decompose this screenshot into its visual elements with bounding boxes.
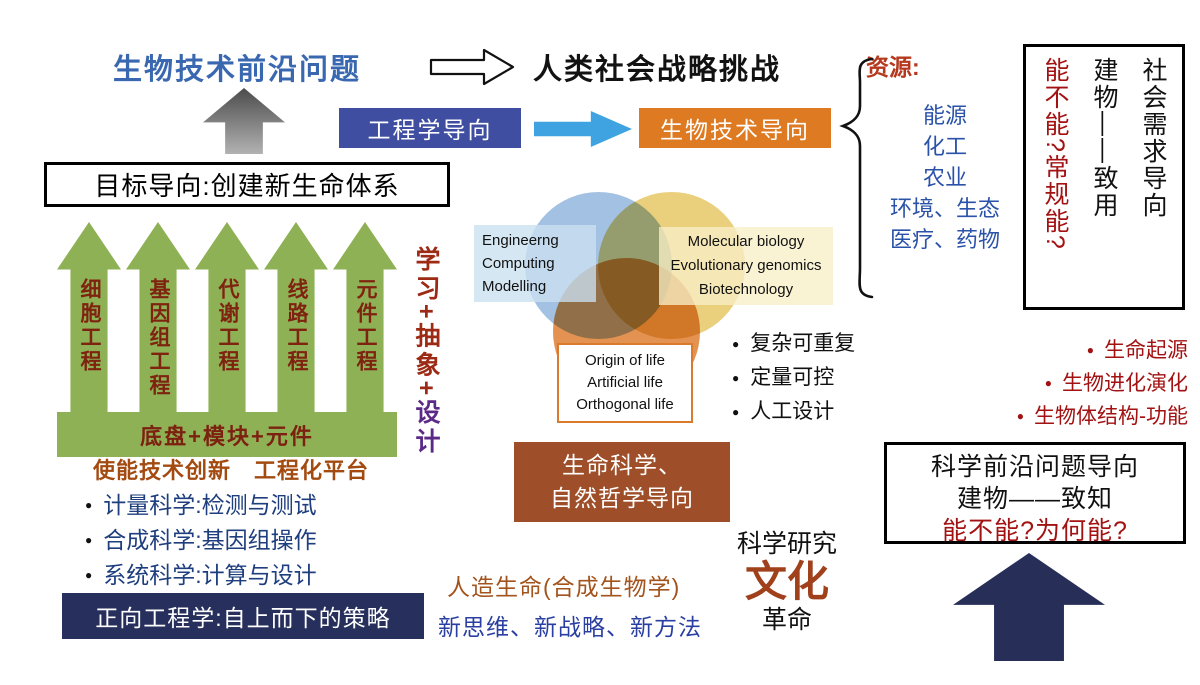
enabling-item: ● 系统科学:计算与设计 — [85, 558, 317, 593]
pillar-label: 细胞工程 — [78, 278, 101, 374]
venn-label-line: Origin of life — [584, 352, 666, 369]
enabling-item-label: 系统科学:计算与设计 — [103, 562, 317, 588]
pillar-arrow: 代谢工程 — [195, 222, 259, 412]
bullet-icon: ● — [1016, 409, 1024, 423]
bullet-icon: ● — [732, 405, 740, 419]
resource-item: 能源 — [922, 103, 967, 128]
new-thinking-note: 新思维、新战略、新方法 — [438, 614, 702, 640]
origin-item: ● 生物进化演化 — [930, 367, 1188, 400]
origins-list: ● 生命起源 ● 生物进化演化 ● 生物体结构-功能 — [930, 334, 1188, 433]
origin-label: 生命起源 — [1104, 339, 1188, 362]
resources-list: 能源 化工 农业 环境、生态 医疗、药物 — [870, 100, 1020, 255]
enabling-item-label: 合成科学:基因组操作 — [103, 527, 317, 553]
learning-vertical-label: 学习+抽象+设计 — [408, 246, 444, 457]
pillar-arrow: 线路工程 — [264, 222, 328, 412]
origin-label: 生物进化演化 — [1062, 372, 1188, 395]
engineering-orientation-box: 工程学导向 — [339, 108, 521, 148]
venn-label-life: Origin of life Artificial life Orthogona… — [557, 343, 693, 423]
culture-line1: 科学研究 — [736, 530, 837, 558]
origin-item: ● 生命起源 — [930, 334, 1188, 367]
resources-label: 资源: — [866, 54, 920, 80]
enabling-item: ● 合成科学:基因组操作 — [85, 523, 317, 558]
bullet-icon: ● — [85, 568, 93, 582]
life-science-line: 自然哲学导向 — [550, 485, 694, 511]
culture-revolution-label: 科学研究 文化 革命 — [703, 529, 871, 635]
synthetic-life-note: 人造生命(合成生物学) — [447, 574, 681, 600]
forward-engineering-box: 正向工程学:自上而下的策略 — [62, 593, 424, 639]
biotech-orientation-box: 生物技术导向 — [639, 108, 831, 148]
social-need-box: 社会需求导向 建物——致用 能不能?常规能? — [1023, 44, 1185, 310]
enabling-item-label: 计量科学:检测与测试 — [103, 492, 317, 518]
property-item: ● 定量可控 — [732, 361, 855, 395]
bullet-icon: ● — [85, 498, 93, 512]
science-frontier-question: 能不能?为何能? — [942, 517, 1128, 545]
resource-item: 环境、生态 — [889, 196, 1000, 221]
goal-box: 目标导向:创建新生命体系 — [44, 162, 450, 207]
social-need-question: 能不能?常规能? — [1041, 57, 1069, 251]
property-item: ● 人工设计 — [732, 395, 855, 429]
social-need-line: 建物——致用 — [1090, 57, 1118, 219]
venn-label-line: Modelling — [482, 278, 547, 295]
pillar-arrow: 元件工程 — [333, 222, 397, 412]
learning-part1: 学习+抽象+ — [412, 246, 440, 400]
property-label: 定量可控 — [750, 366, 835, 389]
properties-list: ● 复杂可重复 ● 定量可控 ● 人工设计 — [732, 327, 855, 429]
culture-line3: 革命 — [761, 606, 812, 634]
venn-label-engineering: Engineerng Computing Modelling — [474, 225, 596, 302]
brace-icon — [839, 57, 874, 299]
venn-label-biology: Molecular biology Evolutionary genomics … — [659, 227, 833, 305]
pillar-arrow: 细胞工程 — [57, 222, 121, 412]
pillar-label: 线路工程 — [285, 278, 308, 374]
venn-label-line: Biotechnology — [698, 281, 794, 298]
up-arrow-gray-icon — [203, 88, 285, 154]
venn-label-line: Computing — [482, 255, 555, 272]
resource-item: 农业 — [922, 165, 967, 190]
life-science-box: 生命科学、 自然哲学导向 — [514, 442, 730, 522]
pillar-label: 元件工程 — [354, 278, 377, 374]
up-arrow-navy-icon — [953, 553, 1105, 661]
enabling-list: ● 计量科学:检测与测试 ● 合成科学:基因组操作 ● 系统科学:计算与设计 — [85, 488, 317, 593]
pillar-label: 代谢工程 — [216, 278, 239, 374]
pillar-label: 基因组工程 — [147, 278, 170, 398]
property-label: 人工设计 — [750, 400, 835, 423]
social-need-line: 社会需求导向 — [1139, 57, 1167, 219]
venn-label-line: Orthogonal life — [576, 396, 674, 413]
frontier-title: 生物技术前沿问题 — [113, 54, 362, 86]
challenge-title: 人类社会战略挑战 — [533, 54, 782, 86]
implies-arrow-icon — [429, 48, 515, 86]
bullet-icon: ● — [1044, 376, 1052, 390]
venn-label-line: Evolutionary genomics — [670, 257, 822, 274]
resource-item: 化工 — [922, 134, 967, 159]
engineering-pillars: 细胞工程 基因组工程 代谢工程 线路工程 元件工程 — [57, 222, 397, 412]
origin-label: 生物体结构-功能 — [1034, 405, 1188, 428]
pillars-base: 底盘+模块+元件 — [57, 412, 397, 457]
science-frontier-line: 科学前沿问题导向 — [930, 453, 1139, 481]
venn-label-line: Engineerng — [482, 232, 559, 249]
bullet-icon: ● — [732, 371, 740, 385]
enabling-title: 使能技术创新 工程化平台 — [93, 458, 370, 483]
science-frontier-line: 建物——致知 — [956, 485, 1113, 513]
enabling-item: ● 计量科学:检测与测试 — [85, 488, 317, 523]
bullet-icon: ● — [1086, 343, 1094, 357]
property-label: 复杂可重复 — [750, 332, 856, 355]
venn-label-line: Artificial life — [587, 374, 663, 391]
venn-label-line: Molecular biology — [687, 233, 805, 250]
bullet-icon: ● — [732, 337, 740, 351]
culture-line2: 文化 — [744, 558, 829, 605]
property-item: ● 复杂可重复 — [732, 327, 855, 361]
resource-item: 医疗、药物 — [889, 227, 1000, 252]
pillar-arrow: 基因组工程 — [126, 222, 190, 412]
right-arrow-blue-icon — [534, 111, 632, 147]
life-science-line: 生命科学、 — [562, 452, 682, 478]
origin-item: ● 生物体结构-功能 — [930, 400, 1188, 433]
bullet-icon: ● — [85, 533, 93, 547]
learning-part2: 设计 — [412, 399, 440, 458]
science-frontier-box: 科学前沿问题导向 建物——致知 能不能?为何能? — [884, 442, 1186, 545]
